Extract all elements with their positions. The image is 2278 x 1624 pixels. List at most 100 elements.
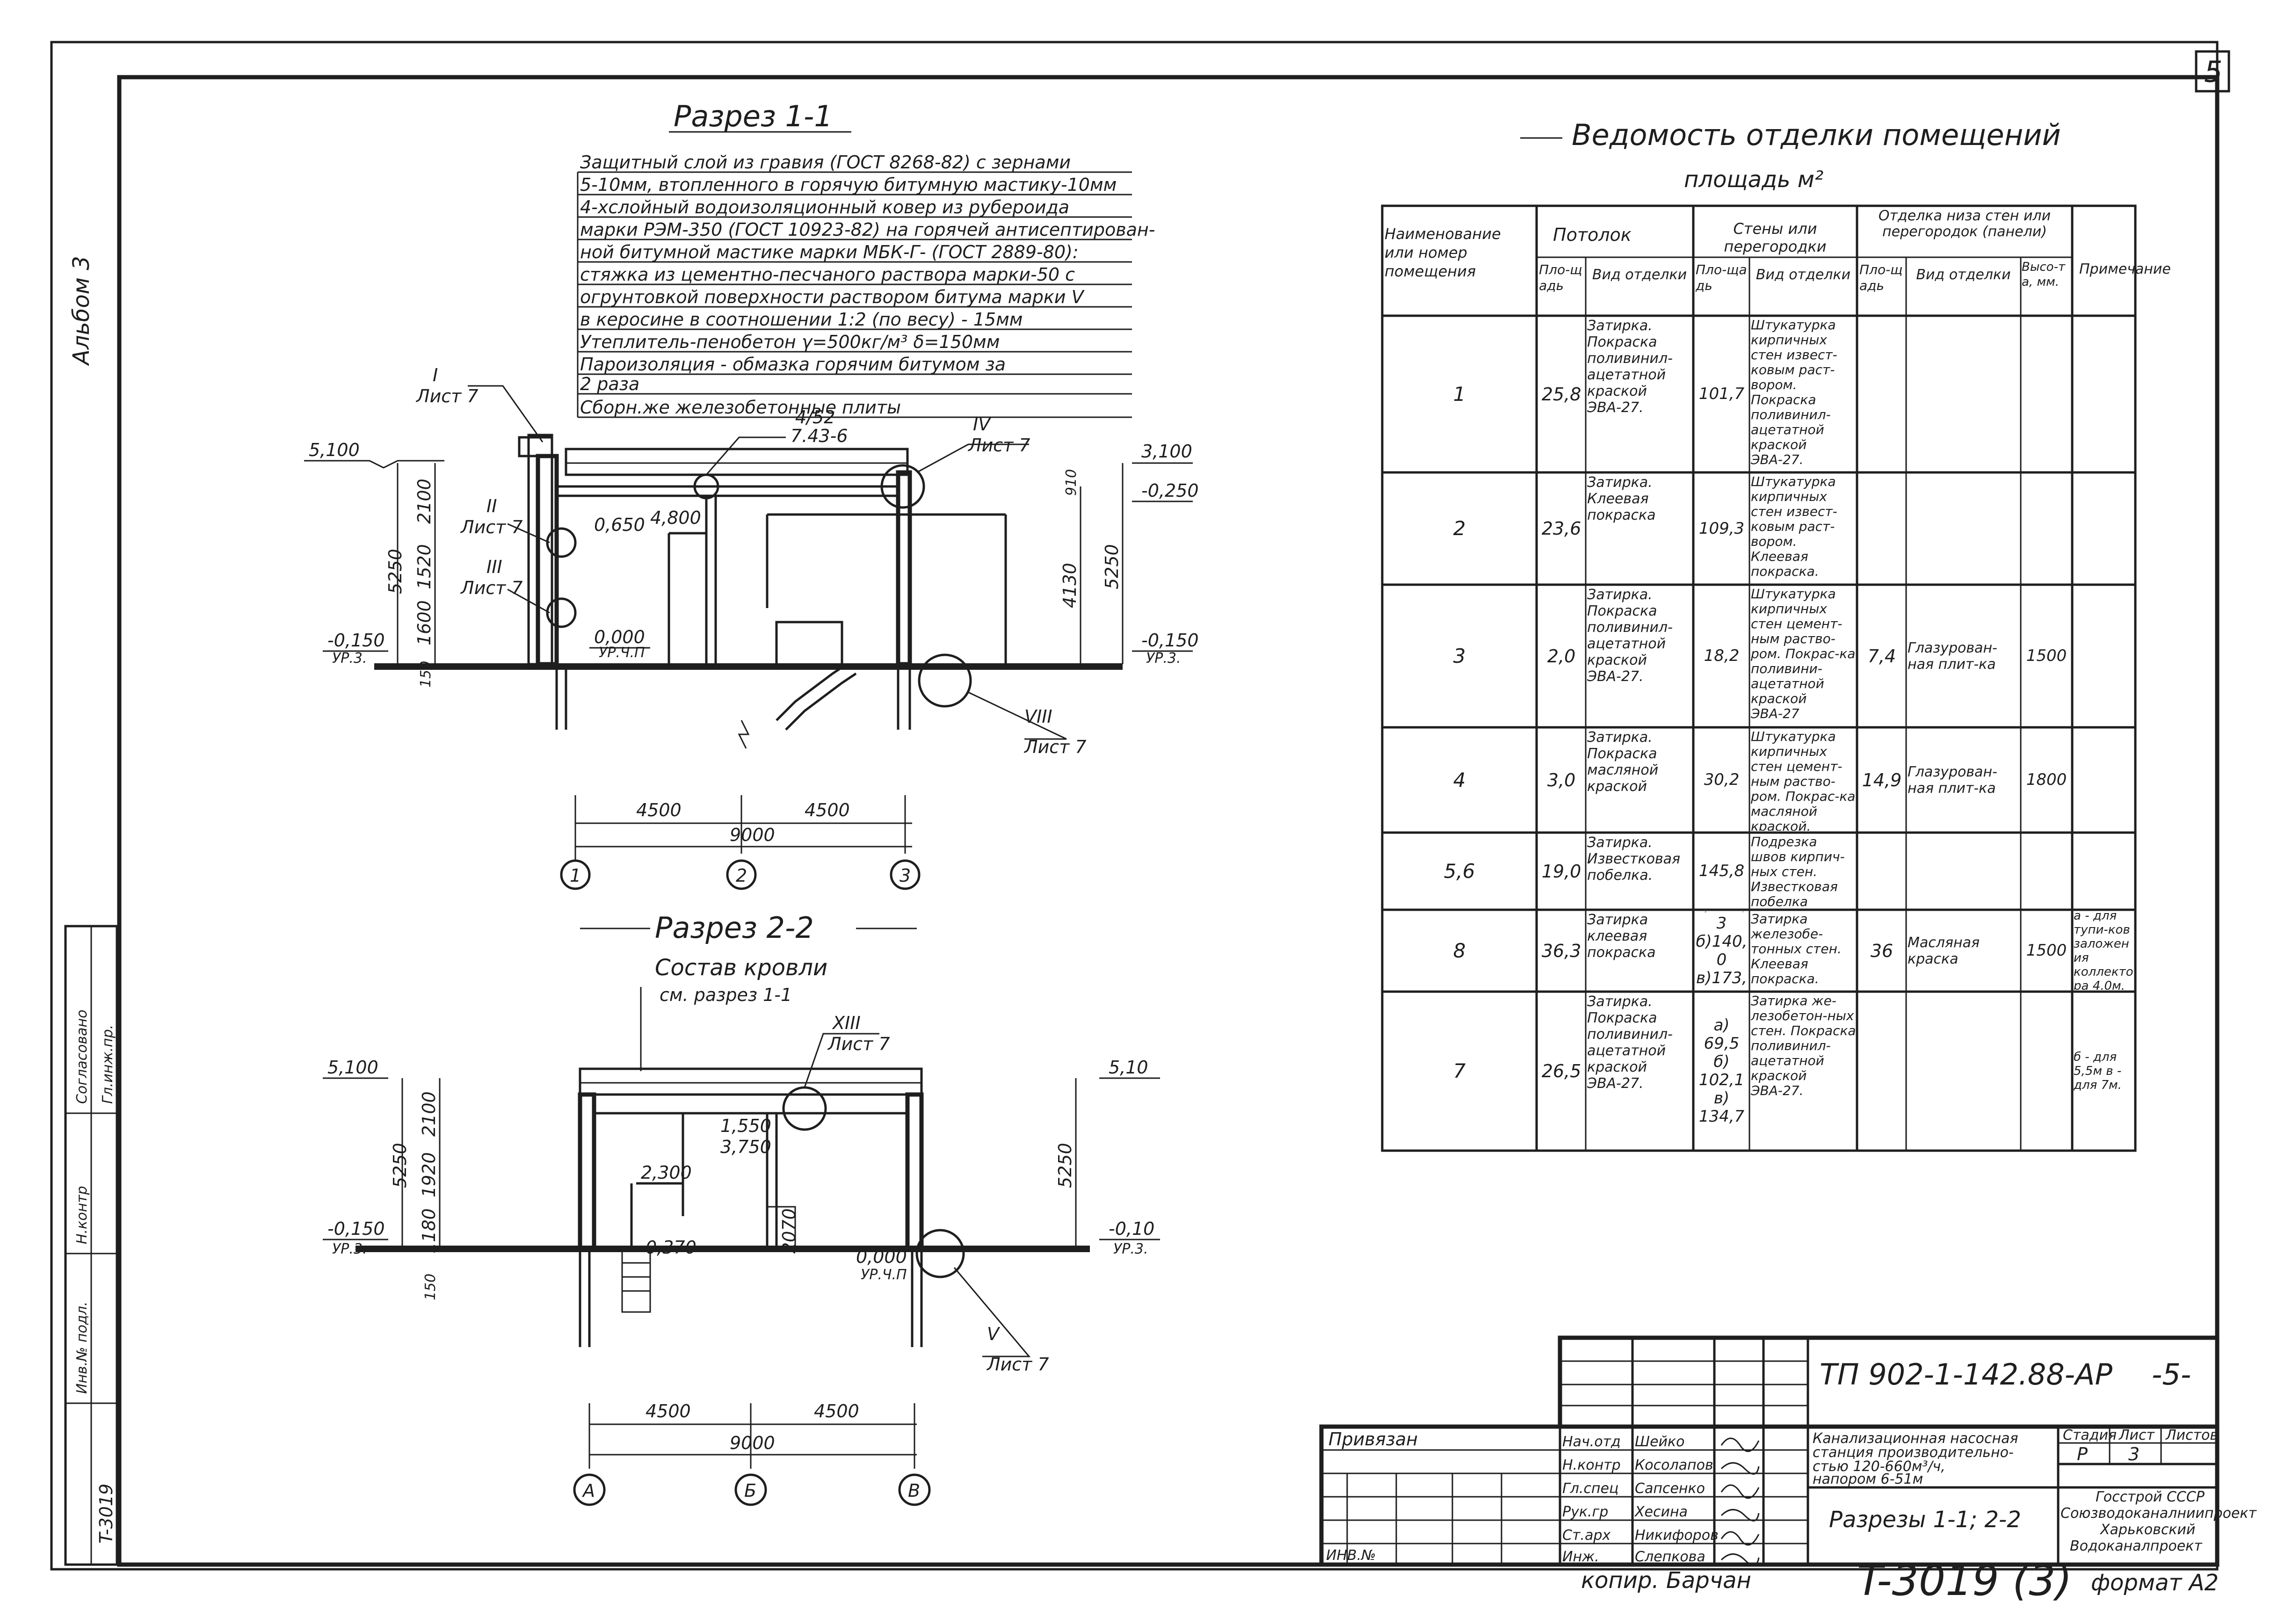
dims-1-1-horizontal: 4500 4500 9000 1 2 3 bbox=[560, 795, 921, 890]
signer-name: Шейко bbox=[1635, 1434, 1685, 1450]
table-cell-w-area: 109,3 bbox=[1698, 519, 1745, 538]
section-1-1-title: Разрез 1-1 bbox=[674, 99, 833, 133]
table-cell-note bbox=[2074, 729, 2134, 831]
callout-sheet: Лист 7 bbox=[460, 578, 523, 598]
header-kind: Вид отделки bbox=[1756, 267, 1851, 283]
signer-name: Хесина bbox=[1634, 1504, 1688, 1520]
table-cell-p-area bbox=[1858, 474, 1905, 583]
table-cell-note: б - для 5,5м в - для 7м. bbox=[2074, 1050, 2122, 1092]
org-line: Союзводоканалниипроект bbox=[2060, 1505, 2257, 1522]
project-line: станция производительно- bbox=[1813, 1444, 2014, 1461]
signer-name: Косолапов bbox=[1635, 1457, 1713, 1473]
sheet-mark: -5- bbox=[2152, 1357, 2191, 1392]
header-ceiling: Потолок bbox=[1553, 225, 1632, 245]
dim-value: 4500 bbox=[636, 800, 682, 820]
section-2-2-geometry bbox=[355, 1033, 1090, 1357]
roof-spec-line: Защитный слой из гравия (ГОСТ 8268-82) с… bbox=[580, 152, 1071, 173]
table-cell-c-kind: Затирка клеевая покраска bbox=[1587, 912, 1656, 961]
role: Гл.спец bbox=[1562, 1480, 1618, 1497]
table-cell-p-h bbox=[2022, 834, 2071, 908]
table-cell-room: 1 bbox=[1453, 382, 1466, 406]
table-cell-p-h: 1800 bbox=[2026, 770, 2067, 789]
table-cell-w-kind: Подрезка швов кирпич-ных стен. Известков… bbox=[1751, 834, 1845, 908]
dim-value: 1180 bbox=[419, 1208, 439, 1254]
level-mark: 0,000 bbox=[856, 1247, 907, 1267]
table-cell-c-kind: Затирка. Покраска поливинил-ацетатной кр… bbox=[1587, 587, 1673, 685]
node-ref: 7.43-6 bbox=[791, 426, 848, 446]
table-cell-p-h bbox=[2022, 474, 2071, 583]
callout-sheet: Лист 7 bbox=[1023, 737, 1087, 757]
level-mark: 3,750 bbox=[720, 1137, 771, 1157]
callout-sheet: Лист 7 bbox=[415, 386, 479, 406]
node-ref: 4/52 bbox=[795, 407, 835, 428]
org-line: Харьковский bbox=[2099, 1522, 2195, 1538]
dim-value: 5250 bbox=[1055, 1143, 1075, 1188]
roof-spec-line: стяжка из цементно-песчаного раствора ма… bbox=[580, 264, 1075, 285]
table-cell-p-kind bbox=[1908, 834, 2020, 908]
table-cell-w-kind: Штукатурка кирпичных стен извест-ковым р… bbox=[1751, 474, 1837, 579]
table-subtitle: площадь м² bbox=[1684, 167, 1823, 193]
left-stamp: Согласовано Гл.инж.пр. Н.контр Инв.№ под… bbox=[64, 925, 118, 1566]
level-mark: 0,000 bbox=[594, 627, 645, 647]
header-panels: Отделка низа стен или перегородок (панел… bbox=[1878, 208, 2051, 240]
axis-label: 3 bbox=[900, 865, 911, 886]
callout-label: IV bbox=[973, 414, 992, 435]
section-2-2: Разрез 2-2 Состав кровли см. разрез 1-1 bbox=[323, 911, 1160, 1506]
sheet-value: 3 bbox=[2128, 1444, 2140, 1464]
level-mark: -0,150 bbox=[1141, 630, 1199, 651]
signer-name: Сапсенко bbox=[1635, 1480, 1705, 1497]
dims-2-2-vertical: 5250 2100 1920 1180 150 5250 2070 bbox=[390, 1078, 1077, 1300]
level-mark: УР.Ч.П bbox=[861, 1267, 907, 1283]
dim-value: 4500 bbox=[805, 800, 850, 820]
header-notes: Примечание bbox=[2079, 261, 2171, 277]
roof-spec-line: в керосине в соотношении 1:2 (по весу) -… bbox=[580, 309, 1023, 330]
signer-name: Никифоров bbox=[1635, 1527, 1719, 1544]
table-cell-c-area: 19,0 bbox=[1541, 861, 1582, 882]
table-cell-p-h bbox=[2022, 318, 2071, 471]
table-cell-note bbox=[2074, 834, 2134, 908]
section-2-2-title: Разрез 2-2 bbox=[655, 911, 814, 945]
table-cell-p-kind bbox=[1908, 318, 2020, 471]
roof-spec-line: Утеплитель-пенобетон γ=500кг/м³ δ=150мм bbox=[580, 332, 1000, 352]
level-mark: 0,370 bbox=[646, 1237, 696, 1258]
section-1-1: Разрез 1-1 Защитный слой из гравия (ГОСТ… bbox=[304, 99, 1199, 890]
table-cell-c-kind: Затирка. Покраска поливинил-ацетатной кр… bbox=[1587, 318, 1673, 416]
level-mark: 3,100 bbox=[1141, 441, 1192, 462]
side-label: Альбом 3 bbox=[68, 256, 94, 366]
level-mark: УР.3. bbox=[332, 650, 367, 667]
dim-value: 5250 bbox=[385, 549, 406, 594]
table-cell-p-kind bbox=[1908, 993, 2020, 1149]
table-cell-c-area: 25,8 bbox=[1541, 384, 1582, 405]
roof-spec-line: огрунтовкой поверхности раствором битума… bbox=[580, 287, 1085, 307]
role: Ст.арх bbox=[1562, 1527, 1611, 1544]
levels-1-1: 5,100 3,100 -0,250 -0,150 УР.3. -0,150 У… bbox=[304, 440, 1199, 667]
table-cell-p-kind: Масляная краска bbox=[1908, 934, 1980, 967]
dim-value: 4500 bbox=[646, 1401, 691, 1421]
roof-spec-line: Пароизоляция - обмазка горячим битумом з… bbox=[580, 354, 1006, 375]
callout-label: I bbox=[433, 365, 438, 385]
table-cell-c-kind: Затирка. Клеевая покраска bbox=[1587, 474, 1656, 523]
table-cell-room: 2 bbox=[1453, 517, 1466, 540]
axis-label: В bbox=[908, 1480, 920, 1501]
project-line: стью 120-660м³/ч, bbox=[1813, 1458, 1945, 1475]
level-mark: УР.3. bbox=[1113, 1241, 1148, 1257]
dim-value: 9000 bbox=[730, 825, 775, 845]
header-area: Пло-щадь bbox=[1539, 262, 1582, 293]
roof-label: см. разрез 1-1 bbox=[660, 985, 792, 1005]
org-line: Водоканалпроект bbox=[2070, 1538, 2203, 1554]
header-kind: Вид отделки bbox=[1916, 267, 2011, 283]
level-mark: 5,100 bbox=[327, 1057, 378, 1078]
roof-spec: Защитный слой из гравия (ГОСТ 8268-82) с… bbox=[577, 152, 1155, 418]
copied-by: копир. Барчан bbox=[1581, 1567, 1751, 1594]
header-room: Наименование или номер помещения bbox=[1385, 225, 1501, 280]
header-height: Высо-та, мм. bbox=[2022, 260, 2066, 289]
table-cell-w-kind: Затирка железобе-тонных стен. Клеевая по… bbox=[1751, 912, 1842, 986]
table-cell-note bbox=[2074, 474, 2134, 583]
callout-sheet: Лист 7 bbox=[986, 1354, 1049, 1375]
stamp-line: Гл.инж.пр. bbox=[100, 1025, 116, 1104]
dim-value: 9000 bbox=[730, 1433, 775, 1453]
dims-2-2-horizontal: 4500 4500 9000 А Б В bbox=[573, 1401, 931, 1506]
role: Н.контр bbox=[1562, 1457, 1621, 1473]
stamp-code: T-3019 bbox=[96, 1484, 116, 1544]
table-cell-c-area: 26,5 bbox=[1541, 1061, 1582, 1081]
